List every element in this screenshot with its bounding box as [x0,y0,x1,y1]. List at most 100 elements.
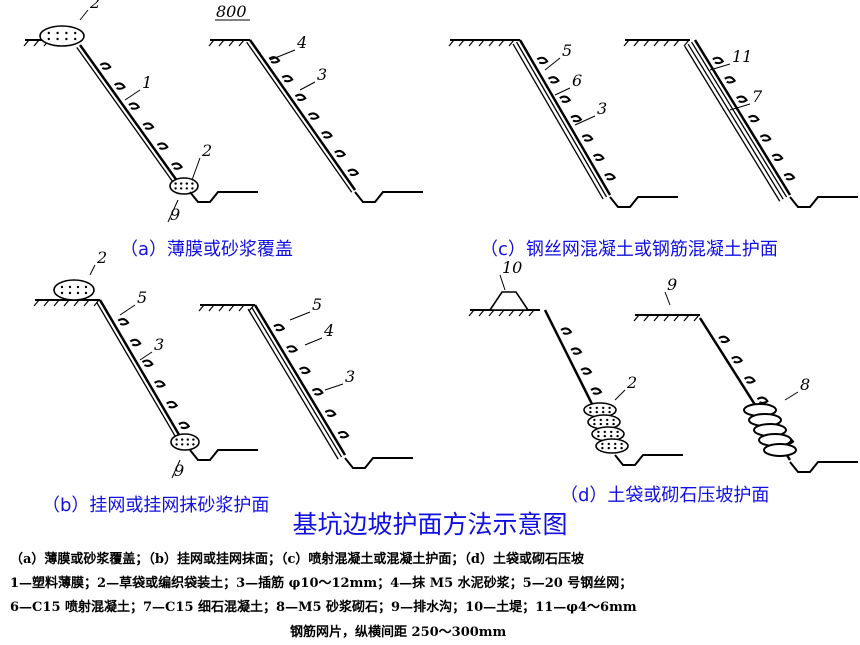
c2-top-hatch [653,39,660,47]
b1-bag-bottom-dot [175,443,178,446]
d1-bag-0-dot [595,406,598,410]
c2-slope-soil [783,173,796,181]
a1-bag-bottom-dot [174,187,177,190]
c1-top-hatch [478,39,485,47]
d1-bag-0-dot [608,406,611,410]
b2-top-hatch [198,304,205,312]
a2-top-hatch [238,39,245,47]
a1-bag-top-dot [74,31,77,35]
c1-slope [518,39,612,196]
label-n2: 2 [89,0,100,12]
d1-slope-soil [570,347,583,355]
c1-top-hatch [458,39,465,47]
d1-bag-0-dot [602,410,605,414]
b1-bag-top-dot [84,291,88,295]
b1-slope-soil [154,380,166,388]
c2-top-hatch [663,39,670,47]
c1-top-hatch [448,39,455,47]
b2-slope-soil [311,388,324,396]
d2-top-hatch [673,314,680,322]
c2-top-hatch [673,39,680,47]
label-n10: 10 [502,258,522,277]
a2-top-hatch [208,39,215,47]
b1-slope-layer [95,301,183,448]
b2-top-hatch [238,304,245,312]
a1-bag-top-dot [65,31,68,35]
leader-n9 [167,199,179,223]
leader-n6 [554,87,571,96]
c1-slope-soil [581,134,594,142]
label-n4: 4 [296,33,307,52]
leader-n5 [544,57,561,71]
a1-slope [78,44,182,186]
label-n4: 4 [323,321,334,340]
label-n8: 8 [800,375,810,394]
leader-n5 [289,311,311,321]
a2-slope-soil [281,74,294,83]
a1-bag-top-dot [56,31,59,35]
leader-n3 [299,81,316,91]
d1-bag-2-dot [616,430,619,434]
c1-slope-soil [570,114,583,123]
d1-bag-1-dot [606,422,609,426]
b2-top-hatch [208,304,215,312]
leader-n3 [324,383,344,391]
d1-bag-0-dot [602,406,605,410]
d1-bag-2-dot [610,430,613,434]
d1-bag-3-dot [607,442,610,446]
label-n5: 5 [562,41,572,60]
caption-a: （a）薄膜或砂浆覆盖 [120,239,294,260]
a1-bag-top-dot [47,37,50,41]
d1-bag-3-dot [607,446,610,450]
a1-top-hatch [23,39,30,47]
legend-line-1: （a）薄膜或砂浆覆盖；（b）挂网或挂网抹面；（c）喷射混凝土或混凝土护面；（d）… [10,552,585,567]
b1-top-hatch [83,299,90,307]
b1-slope-soil [129,338,142,347]
d2-top-hatch [683,314,690,322]
b1-top-hatch [73,299,80,307]
a2-top-hatch [228,39,235,47]
c2-top-hatch [633,39,640,47]
d1-bag-2-dot [603,430,606,434]
b2-slope-soil [337,430,350,439]
b1-top-hatch [63,299,70,307]
d2-top-hatch [693,314,700,322]
c2-top-hatch [623,39,630,47]
leader-n4 [304,337,323,346]
d1-bag-3-dot [614,442,617,446]
d1-bag-3-dot [614,446,617,450]
c1-slope-soil [547,76,560,84]
a1-bag-bottom-dot [180,187,183,190]
d1-slope-soil [560,327,573,335]
b1-top-hatch [43,299,50,307]
a2-slope-soil [268,56,281,64]
b1-bag-bottom-dot [186,438,189,441]
d2-masonry-4 [763,443,797,457]
c2-slope-soil [747,114,760,123]
a1-bag-bottom-dot [191,182,194,185]
d1-bag-1-dot [593,418,596,422]
a1-bag-top [39,25,85,47]
b1-bag-top-dot [84,285,88,289]
a2-slope-soil [334,149,347,158]
c2-slope-soil [736,95,748,103]
d1-bag-0-dot [589,406,592,410]
caption-c: （c）钢丝网混凝土或钢筋混凝土护面 [480,239,778,260]
c1-top-hatch [468,39,475,47]
d1-slope-soil [580,367,593,375]
c1-slope-layer [512,43,604,200]
b1-bag-bottom-dot [181,443,184,446]
b1-bag-bottom [170,433,200,451]
leader-n2 [79,9,89,21]
b2-top-hatch [228,304,235,312]
d2-top-hatch [653,314,660,322]
leader-n11 [709,63,731,71]
b2-top-hatch [218,304,225,312]
label-n6: 6 [572,71,582,90]
b2-slope-soil [324,409,337,417]
label-n9: 9 [170,205,180,224]
d1-bag-2-dot [610,434,613,438]
b1-slope-soil [178,421,191,430]
c1-slope-soil [559,95,572,103]
